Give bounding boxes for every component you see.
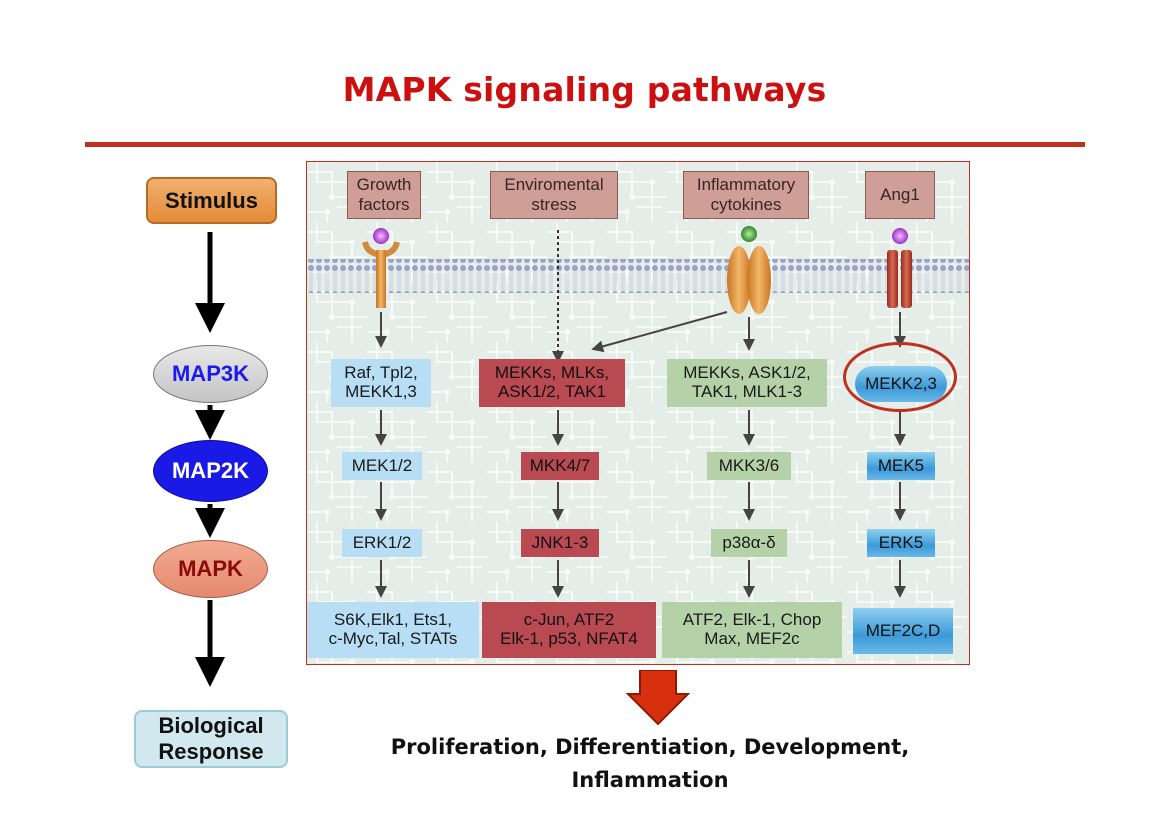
targets-line1: MEF2C,D	[865, 620, 941, 640]
legend-mapk: MAPK	[153, 540, 268, 598]
legend-stimulus: Stimulus	[146, 177, 277, 224]
stimulus-line2: cytokines	[710, 195, 782, 214]
growth-factor-receptor-icon	[362, 228, 400, 308]
mapk-label: JNK1-3	[531, 532, 589, 552]
map2k-erk5-pathway: MEK5	[867, 452, 935, 480]
legend-arrows	[195, 232, 225, 687]
map3k-p38-pathway: MEKKs, ASK1/2,TAK1, MLK1-3	[667, 359, 827, 407]
mapk-jnk-pathway: JNK1-3	[521, 529, 599, 557]
ang1-receptor-icon	[887, 228, 912, 308]
slide-title: MAPK signaling pathways	[342, 70, 827, 109]
targets-erk5-pathway: MEF2C,D	[853, 608, 953, 654]
map3k-line1: MEKKs, ASK1/2,	[683, 363, 811, 383]
targets-line1: S6K,Elk1, Ets1,	[333, 610, 453, 630]
mapk-label: ERK1/2	[352, 532, 412, 552]
map2k-label: MKK4/7	[529, 455, 591, 475]
mapk-erk-pathway: ERK1/2	[342, 529, 422, 557]
stimulus-line1: Inflammatory	[696, 175, 796, 195]
map3k-line1: MEKKs, MLKs,	[494, 363, 610, 383]
targets-erk-pathway: S6K,Elk1, Ets1,c-Myc,Tal, STATs	[307, 602, 479, 658]
map3k-erk-pathway: Raf, Tpl2,MEKK1,3	[331, 359, 431, 407]
legend-map3k-label: MAP3K	[171, 361, 249, 386]
stimulus-line2: factors	[358, 195, 410, 214]
targets-line2: Max, MEF2c	[704, 629, 800, 648]
legend-stimulus-label: Stimulus	[165, 187, 258, 213]
map2k-p38-pathway: MKK3/6	[707, 452, 791, 480]
stimulus-line1: Enviromental	[504, 175, 604, 195]
legend-response-line1: Biological	[158, 712, 264, 738]
title-divider	[85, 142, 1085, 147]
stimulus-line1: Growth	[356, 175, 412, 195]
outcome-line1: Proliferation, Differentiation, Developm…	[390, 735, 910, 759]
targets-line1: ATF2, Elk-1, Chop	[682, 610, 822, 630]
map2k-label: MEK1/2	[351, 455, 413, 475]
legend-response-line2: Response	[158, 739, 264, 764]
outcome-line2: Inflammation	[571, 767, 729, 792]
legend-map3k: MAP3K	[153, 345, 268, 403]
map3k-line2: MEKK1,3	[345, 382, 417, 401]
mapk-label: p38α-δ	[722, 532, 776, 552]
stimulus-line1: Ang1	[880, 185, 920, 205]
cytokine-receptor-icon	[727, 226, 771, 314]
circuit-background	[307, 162, 969, 664]
stimulus-ang1: Ang1	[865, 171, 935, 219]
targets-line1: c-Jun, ATF2	[523, 610, 615, 630]
map2k-erk-pathway: MEK1/2	[342, 452, 422, 480]
stimulus-line2: stress	[531, 195, 577, 214]
legend-map2k-label: MAP2K	[171, 458, 249, 483]
map3k-line2: ASK1/2, TAK1	[497, 382, 607, 401]
map3k-line2: TAK1, MLK1-3	[691, 382, 803, 401]
mapk-label: ERK5	[878, 532, 924, 552]
legend-mapk-label: MAPK	[178, 556, 243, 581]
targets-line2: c-Myc,Tal, STATs	[328, 629, 458, 648]
legend-biological-response: Biological Response	[134, 710, 288, 768]
mapk-erk5-pathway: ERK5	[867, 529, 935, 557]
mapk-p38-pathway: p38α-δ	[711, 529, 787, 557]
cell-membrane	[307, 259, 969, 293]
legend-map2k: MAP2K	[153, 440, 268, 502]
map2k-jnk-pathway: MKK4/7	[521, 452, 599, 480]
map3k-jnk-pathway: MEKKs, MLKs,ASK1/2, TAK1	[479, 359, 625, 407]
mekk23-highlight-ring	[843, 342, 957, 412]
pathway-arrows	[375, 311, 906, 598]
map2k-label: MKK3/6	[718, 455, 780, 475]
targets-line2: Elk-1, p53, NFAT4	[500, 629, 638, 648]
map3k-line1: Raf, Tpl2,	[344, 363, 418, 383]
biological-outcomes: Proliferation, Differentiation, Developm…	[330, 731, 970, 796]
map2k-label: MEK5	[877, 455, 925, 475]
output-arrow-icon	[626, 670, 690, 726]
panel-graphics	[307, 162, 969, 664]
